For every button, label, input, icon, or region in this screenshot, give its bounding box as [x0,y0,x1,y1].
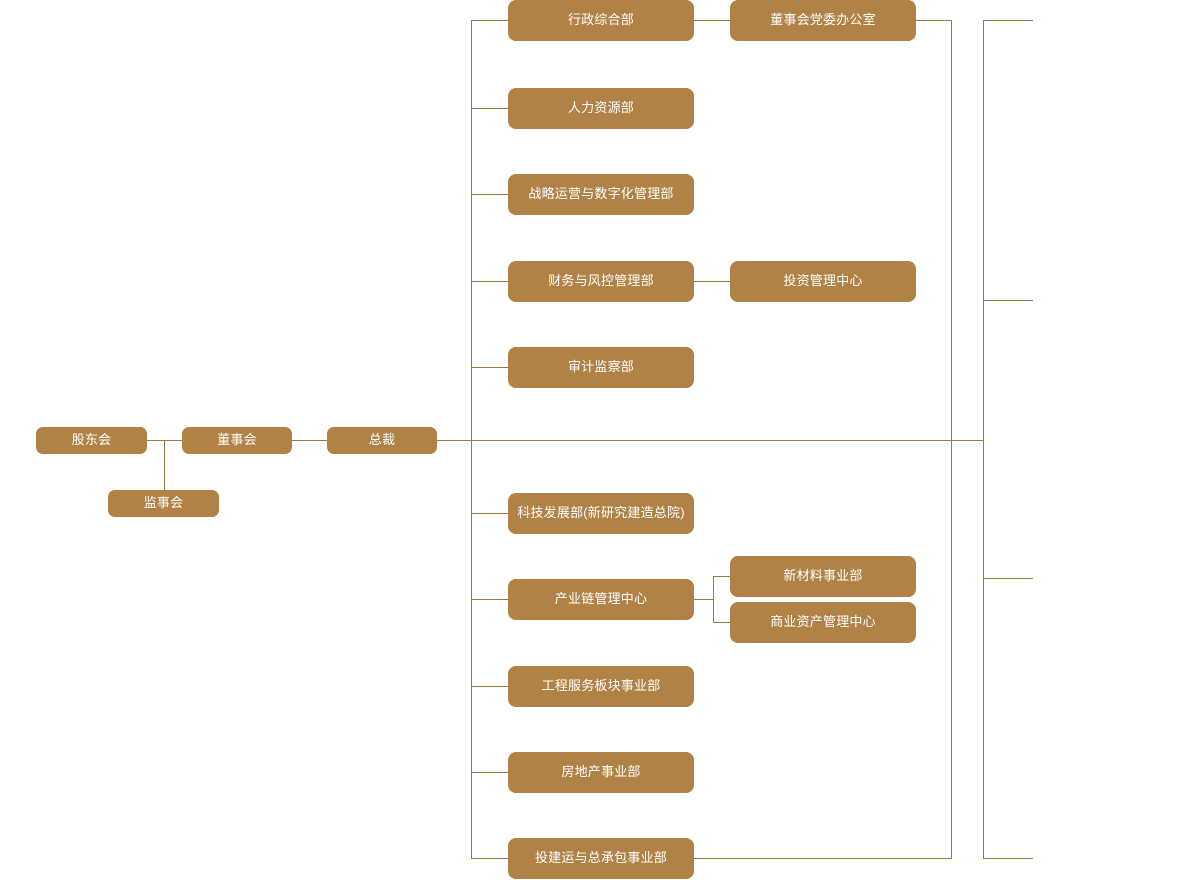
edge-inner-group-rail [951,20,952,859]
node-president[interactable]: 总裁 [327,427,437,454]
edge-outer-group-rail [983,20,984,859]
edge-stub-engineering-services [471,686,508,687]
node-dept-industry-chain-center[interactable]: 产业链管理中心 [508,579,694,620]
edge-outer-rail-stub-lower-mid [983,578,1033,579]
edge-president-spine [437,440,984,441]
node-dept-strategy-digital[interactable]: 战略运营与数字化管理部 [508,174,694,215]
edge-chain-to-branch [694,599,713,600]
node-shareholders[interactable]: 股东会 [36,427,147,454]
edge-stub-supply-chain [471,599,508,600]
edge-inner-rail-bottom-stub [694,858,952,859]
node-investment-management-center[interactable]: 投资管理中心 [730,261,916,302]
edge-branch-to-commercial-assets [713,622,730,623]
edge-admin-to-board-office [694,20,730,21]
edge-stub-hr [471,108,508,109]
edge-board-president [292,440,327,441]
edge-chain-branch-rail [713,576,714,623]
edge-stub-technology [471,513,508,514]
edge-branch-to-new-materials [713,576,730,577]
edge-outer-rail-stub-bottom [983,858,1033,859]
node-board-party-office[interactable]: 董事会党委办公室 [730,0,916,41]
node-dept-administration[interactable]: 行政综合部 [508,0,694,41]
node-dept-human-resources[interactable]: 人力资源部 [508,88,694,129]
edge-stub-admin [471,20,508,21]
edge-outer-rail-stub-upper-mid [983,300,1033,301]
edge-stub-real-estate [471,772,508,773]
edge-outer-rail-stub-top [983,20,1033,21]
edge-department-rail [471,20,472,859]
edge-stub-finance [471,281,508,282]
edge-supervisors-vertical [164,440,165,504]
node-commercial-asset-center[interactable]: 商业资产管理中心 [730,602,916,643]
edge-stub-audit [471,367,508,368]
node-dept-audit-supervision[interactable]: 审计监察部 [508,347,694,388]
node-board-of-directors[interactable]: 董事会 [182,427,292,454]
node-dept-finance-risk[interactable]: 财务与风控管理部 [508,261,694,302]
node-dept-engineering-services[interactable]: 工程服务板块事业部 [508,666,694,707]
edge-finance-to-investment [694,281,730,282]
node-new-materials-division[interactable]: 新材料事业部 [730,556,916,597]
node-dept-technology-development[interactable]: 科技发展部(新研究建造总院) [508,493,694,534]
node-board-of-supervisors[interactable]: 监事会 [108,490,219,517]
node-dept-invest-build-epc[interactable]: 投建运与总承包事业部 [508,838,694,879]
edge-stub-epc [471,858,508,859]
node-dept-real-estate[interactable]: 房地产事业部 [508,752,694,793]
edge-inner-rail-top-stub [916,20,952,21]
edge-stub-strategy [471,194,508,195]
